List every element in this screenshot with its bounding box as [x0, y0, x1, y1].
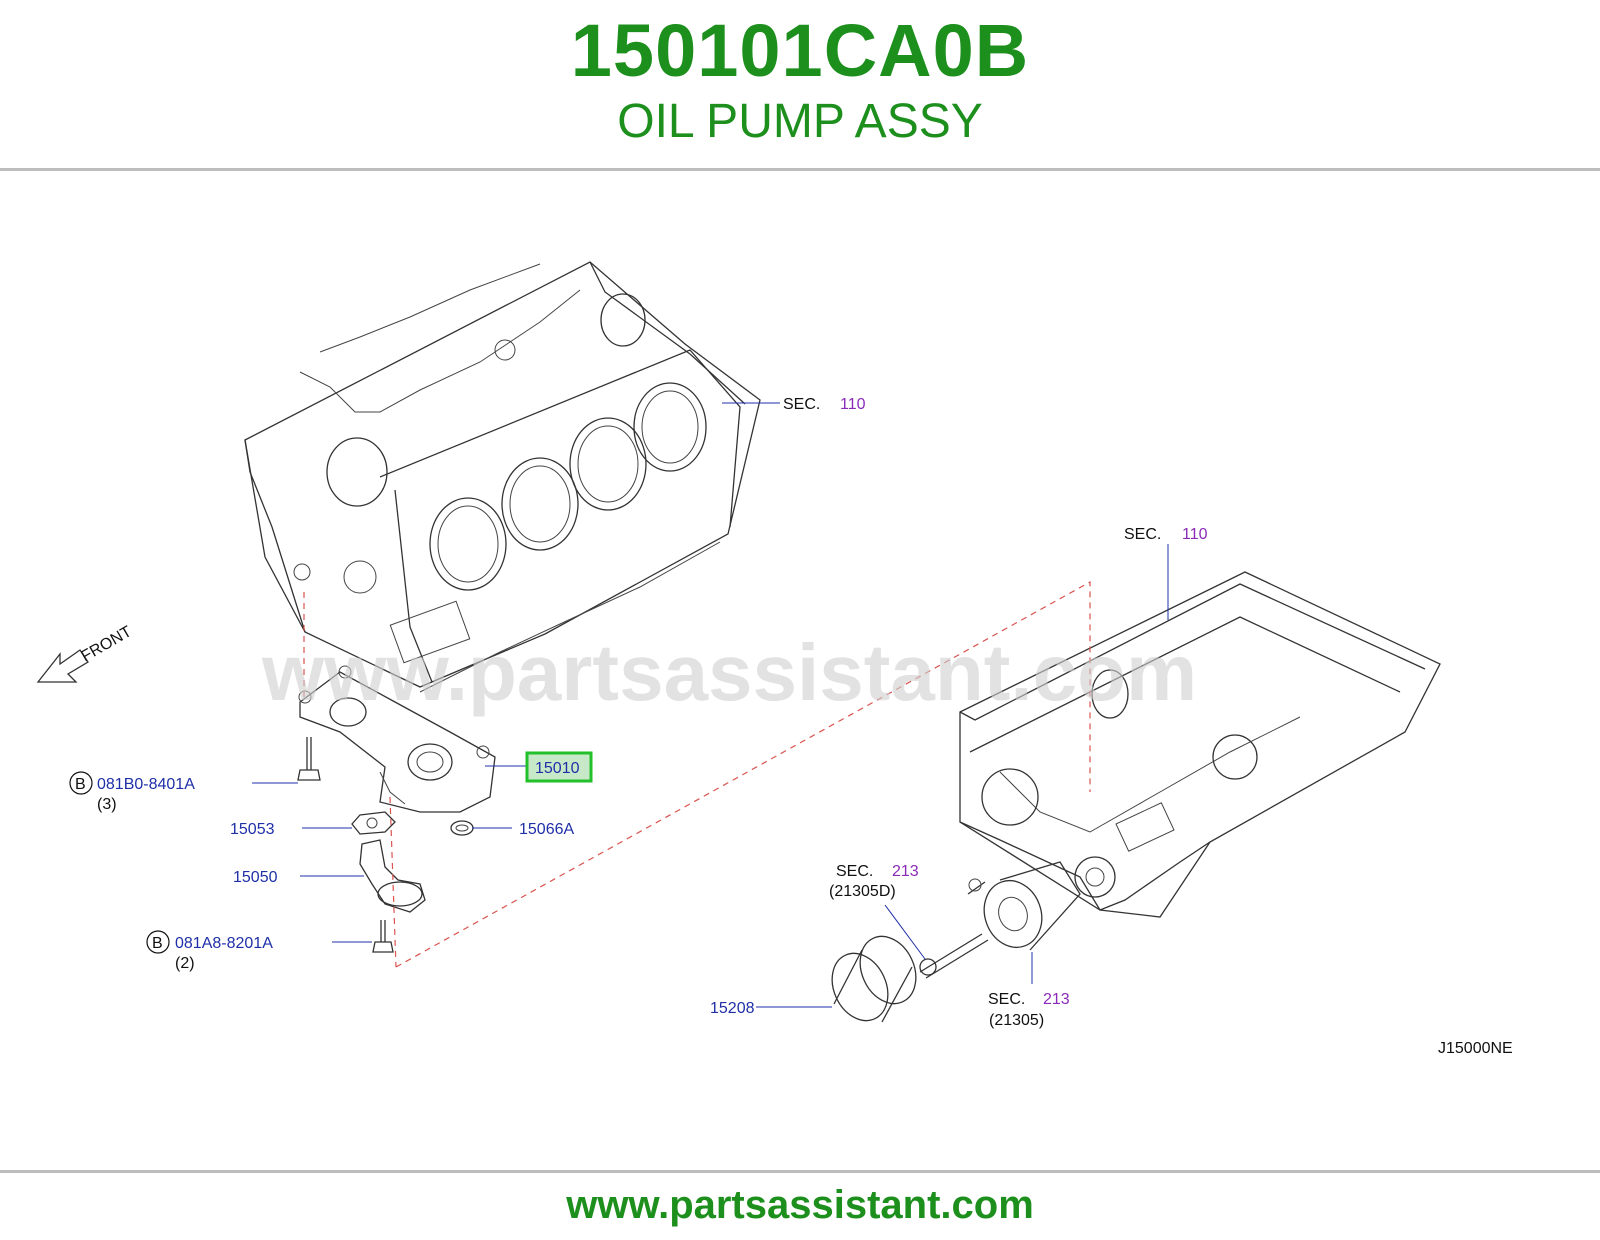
sec-213-b-sub: (21305)	[989, 1012, 1044, 1029]
part-15010-label[interactable]: 15010	[535, 760, 580, 777]
parts-diagram: FRONT www.partsassistant.com SEC. 110 SE…	[36, 261, 1513, 1057]
footer-divider	[0, 1170, 1600, 1173]
sec-213-a-sub: (21305D)	[829, 883, 896, 900]
front-label: FRONT	[79, 623, 135, 665]
watermark-text: www.partsassistant.com	[261, 628, 1197, 717]
oil-pan-drawing	[959, 571, 1441, 918]
page-header: 150101CA0B OIL PUMP ASSY	[0, 0, 1600, 168]
part-081a8-8201a-label[interactable]: 081A8-8201A	[175, 935, 273, 952]
connector-21305d-drawing	[919, 933, 989, 979]
diagram-code: J15000NE	[1438, 1040, 1513, 1057]
leader-sec213-a	[884, 904, 926, 960]
strainer-15050-drawing	[359, 839, 426, 913]
oil-filter-15208-drawing	[831, 935, 917, 1023]
bolt-b1-circle-letter: B	[75, 776, 86, 793]
sec-213-b-link[interactable]: 213	[1043, 991, 1070, 1008]
part-081b0-8401a-label[interactable]: 081B0-8401A	[97, 776, 195, 793]
part-number-title: 150101CA0B	[570, 9, 1030, 92]
part-15066a-label[interactable]: 15066A	[519, 821, 574, 838]
bolt-b2-qty: (2)	[175, 955, 195, 972]
guide-line-pan	[395, 580, 1091, 968]
part-15208-label[interactable]: 15208	[710, 1000, 755, 1017]
sec-110-pan-link[interactable]: 110	[1182, 526, 1208, 543]
oil-pump-drawing	[298, 665, 496, 813]
oil-cooler-21305-drawing	[967, 861, 1081, 951]
bolt-b2-circle-letter: B	[152, 935, 163, 952]
sec-prefix-pan: SEC.	[1124, 526, 1161, 543]
bolt-b1-qty: (3)	[97, 796, 117, 813]
sec-prefix-213-b: SEC.	[988, 991, 1025, 1008]
o-ring-15066a-drawing	[450, 820, 474, 836]
sec-110-block-link[interactable]: 110	[840, 396, 866, 413]
engine-block-drawing	[244, 261, 761, 693]
bolt-081b0-drawing	[297, 737, 321, 781]
part-15050-label[interactable]: 15050	[233, 869, 278, 886]
header-divider	[0, 168, 1600, 171]
sec-213-a-link[interactable]: 213	[892, 863, 919, 880]
bolt-b2-circle-icon	[146, 930, 170, 954]
sec-prefix-213-a: SEC.	[836, 863, 873, 880]
part-name-subtitle: OIL PUMP ASSY	[617, 95, 983, 148]
bolt-081a8-drawing	[372, 920, 394, 953]
bolt-b1-circle-icon	[69, 771, 93, 795]
part-15053-label[interactable]: 15053	[230, 821, 275, 838]
part-15010-highlight[interactable]	[525, 751, 593, 783]
gasket-15053-drawing	[351, 811, 396, 835]
front-arrow-icon	[36, 649, 89, 683]
sec-prefix-block: SEC.	[783, 396, 820, 413]
footer-website-link[interactable]: www.partsassistant.com	[566, 1183, 1034, 1227]
